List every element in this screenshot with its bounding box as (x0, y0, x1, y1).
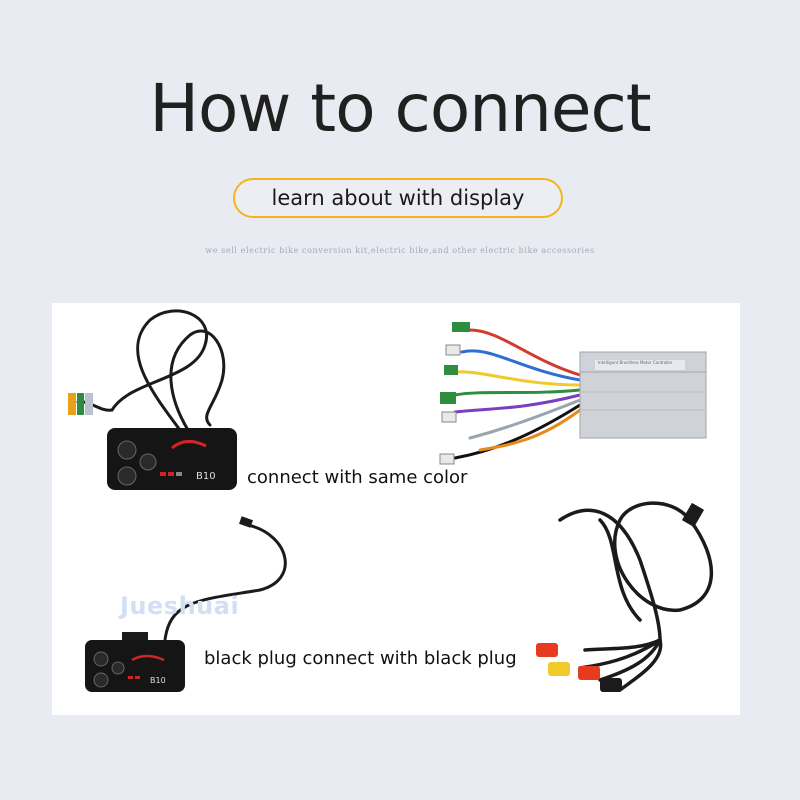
display-model-label: B10 (196, 471, 216, 482)
learn-display-button[interactable]: learn about with display (233, 178, 563, 218)
tagline: we sell electric bike conversion kit,ele… (205, 246, 595, 255)
same-color-caption: connect with same color (247, 467, 468, 488)
controller-label: Intelligent Brushless Motor Controller (598, 360, 673, 365)
watermark: Jueshuai (120, 592, 240, 620)
page-title: How to connect (149, 70, 651, 147)
black-plug-caption: black plug connect with black plug (204, 648, 517, 669)
display-model-label-bottom: B10 (150, 676, 166, 685)
